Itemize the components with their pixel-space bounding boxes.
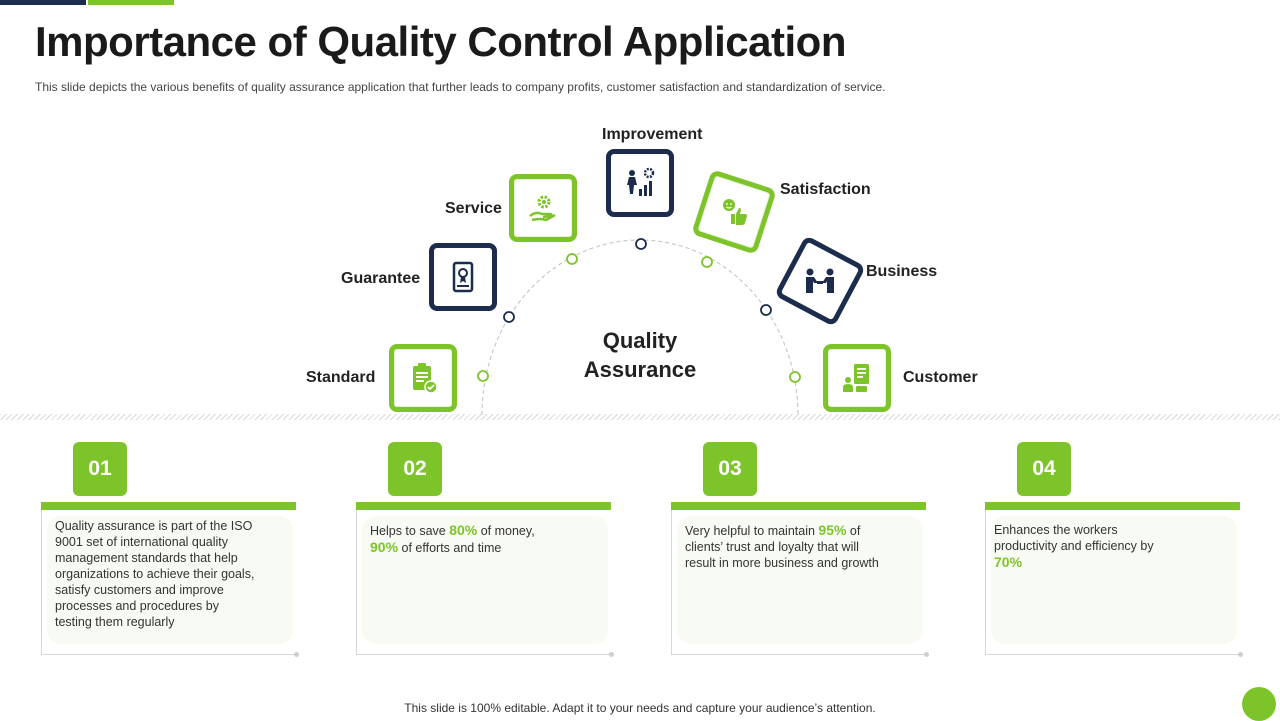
card-text-pre: Enhances the workers productivity and ef… bbox=[994, 523, 1154, 553]
slide-title: Importance of Quality Control Applicatio… bbox=[35, 18, 846, 65]
card-text: Very helpful to maintain 95% of clients’… bbox=[685, 522, 880, 571]
quality-assurance-diagram: Quality Assurance Standard Guarantee bbox=[0, 100, 1280, 420]
node-label-business: Business bbox=[866, 263, 938, 280]
top-accent-bar-dark bbox=[0, 0, 86, 5]
node-service bbox=[509, 174, 577, 242]
arc-dot-business bbox=[760, 304, 772, 316]
card-accent-bar bbox=[671, 502, 926, 510]
arc-dot-satisfaction bbox=[701, 256, 713, 268]
card-body bbox=[47, 516, 293, 644]
card-accent-bar bbox=[41, 502, 296, 510]
node-satisfaction bbox=[691, 169, 777, 255]
node-label-standard: Standard bbox=[306, 369, 376, 386]
card-text: Quality assurance is part of the ISO 900… bbox=[55, 519, 255, 629]
info-card-01: 01 Quality assurance is part of the ISO … bbox=[41, 442, 299, 657]
section-divider bbox=[0, 414, 1280, 420]
card-number-badge: 03 bbox=[703, 442, 757, 496]
info-card-03: 03 Very helpful to maintain 95% of clien… bbox=[671, 442, 929, 657]
card-highlight-value: 90% bbox=[370, 539, 399, 555]
arc-dot-standard bbox=[477, 370, 489, 382]
card-highlight-value: 80% bbox=[449, 522, 478, 538]
hand-gear-icon bbox=[529, 195, 556, 222]
center-label: Quality Assurance bbox=[560, 326, 720, 384]
handshake-icon bbox=[806, 268, 834, 293]
card-frame bbox=[41, 510, 299, 657]
certificate-icon bbox=[452, 261, 474, 293]
node-label-service: Service bbox=[445, 200, 502, 217]
footer-note: This slide is 100% editable. Adapt it to… bbox=[404, 701, 876, 715]
node-improvement bbox=[606, 149, 674, 217]
node-label-guarantee: Guarantee bbox=[341, 270, 421, 287]
node-customer bbox=[823, 344, 891, 412]
card-body bbox=[677, 516, 923, 644]
card-text: Helps to save 80% of money, 90% of effor… bbox=[370, 522, 590, 556]
top-accent-bar-green bbox=[88, 0, 174, 5]
card-text-post: of efforts and time bbox=[398, 541, 502, 555]
node-label-satisfaction: Satisfaction bbox=[780, 181, 871, 198]
card-frame bbox=[356, 510, 614, 657]
card-text-mid: of money, bbox=[477, 524, 535, 538]
info-card-02: 02 Helps to save 80% of money, 90% of ef… bbox=[356, 442, 614, 657]
arc-connector bbox=[477, 238, 801, 416]
node-label-customer: Customer bbox=[903, 369, 978, 386]
node-guarantee bbox=[429, 243, 497, 311]
arc-dot-improvement bbox=[635, 238, 647, 250]
card-body bbox=[362, 516, 608, 644]
customer-document-icon bbox=[843, 364, 869, 392]
card-number-badge: 02 bbox=[388, 442, 442, 496]
smiley-thumbs-up-icon bbox=[723, 199, 747, 225]
card-number-badge: 01 bbox=[73, 442, 127, 496]
card-highlight-value: 70% bbox=[994, 554, 1023, 570]
card-accent-bar bbox=[356, 502, 611, 510]
corner-decoration-dot bbox=[1242, 687, 1276, 721]
node-business bbox=[774, 235, 866, 327]
clipboard-check-icon bbox=[413, 363, 438, 394]
card-text-pre: Very helpful to maintain bbox=[685, 524, 819, 538]
slide-subtitle: This slide depicts the various benefits … bbox=[35, 80, 886, 94]
node-standard bbox=[389, 344, 457, 412]
card-number-badge: 04 bbox=[1017, 442, 1071, 496]
info-card-04: 04 Enhances the workers productivity and… bbox=[985, 442, 1243, 657]
card-accent-bar bbox=[985, 502, 1240, 510]
center-label-line1: Quality bbox=[602, 328, 678, 353]
card-highlight-value: 95% bbox=[818, 522, 847, 538]
center-label-line2: Assurance bbox=[583, 357, 697, 382]
card-text: Enhances the workers productivity and ef… bbox=[994, 522, 1179, 571]
card-body bbox=[991, 516, 1237, 644]
node-label-improvement: Improvement bbox=[602, 126, 703, 143]
arc-dot-customer bbox=[789, 371, 801, 383]
card-frame bbox=[985, 510, 1243, 657]
person-growth-chart-icon bbox=[627, 167, 655, 196]
card-text-pre: Helps to save bbox=[370, 524, 450, 538]
card-frame bbox=[671, 510, 929, 657]
arc-dot-service bbox=[566, 253, 578, 265]
card-text-post: of clients’ trust and loyalty that will … bbox=[685, 524, 879, 570]
arc-dot-guarantee bbox=[503, 311, 515, 323]
